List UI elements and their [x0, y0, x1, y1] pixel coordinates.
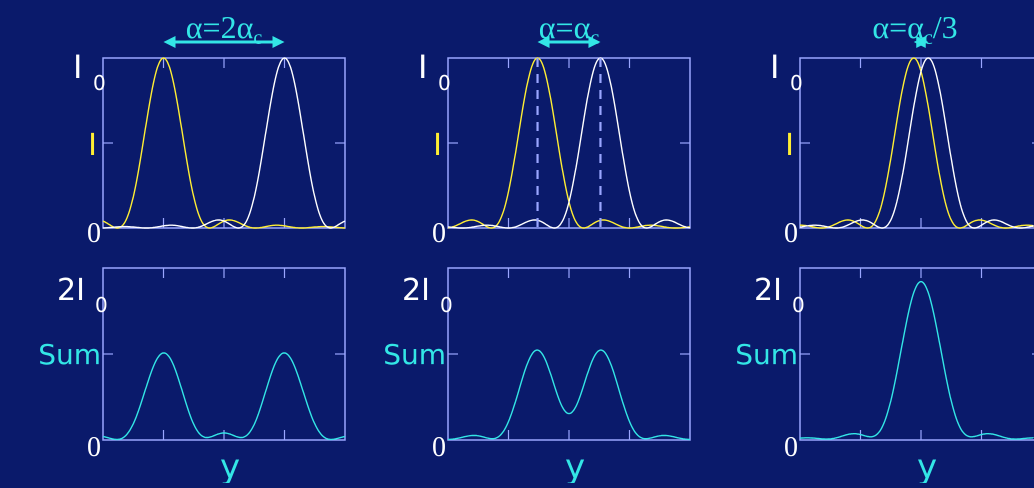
intensity-curve-yellow	[102, 57, 346, 229]
bottom-ymax-subscript: 0	[440, 293, 453, 317]
intensity-plot-1-frame	[102, 57, 346, 229]
intensity-plot-1-border	[102, 57, 346, 229]
panel-title-1: α=2αc	[186, 9, 263, 49]
arrow-head-left	[537, 36, 550, 48]
arrow-head-right	[916, 36, 929, 48]
intensity-plot-3-border	[799, 57, 1034, 229]
panel-title-3: α=αc/3	[872, 9, 957, 49]
top-mid-label: I	[88, 128, 97, 163]
bottom-ymax-subscript: 0	[95, 293, 108, 317]
sum-plot-1-frame	[102, 267, 346, 441]
bottom-mid-label: Sum	[38, 338, 101, 371]
arrow-head-right	[272, 36, 285, 48]
intensity-curve-white	[799, 57, 1034, 229]
top-ymax-subscript: 0	[790, 71, 803, 95]
sum-plot-2-frame	[447, 267, 691, 441]
arrow-head-right	[588, 36, 601, 48]
title-suffix: /3	[933, 9, 958, 45]
x-axis-label: y	[917, 447, 937, 483]
bottom-zero-label: 0	[784, 432, 798, 463]
intensity-curve-white	[102, 57, 346, 229]
sum-plot-3-border	[799, 267, 1034, 441]
intensity-plot-3-frame	[799, 57, 1034, 229]
separation-arrow-1	[163, 36, 285, 48]
x-axis-label: y	[565, 447, 585, 483]
bottom-ymax-label: 2I	[57, 273, 85, 308]
title-prefix: α=2α	[186, 9, 254, 45]
sum-curve	[448, 349, 690, 441]
sum-curve	[102, 352, 346, 441]
panel-title-text: α=2αc	[186, 9, 263, 49]
separation-arrow-3	[913, 36, 929, 48]
intensity-curve-white	[447, 57, 691, 229]
bottom-zero-label: 0	[432, 432, 446, 463]
x-axis-label: y	[220, 447, 240, 483]
top-zero-label: 0	[87, 218, 101, 249]
top-ymax-label: I	[418, 48, 427, 86]
bottom-ymax-label: 2I	[754, 273, 782, 308]
sum-plot-3-frame	[799, 267, 1034, 441]
top-ymax-subscript: 0	[93, 71, 106, 95]
title-prefix: α=α	[872, 9, 924, 45]
top-mid-label: I	[433, 128, 442, 163]
separation-arrow-2	[537, 36, 601, 48]
top-mid-label: I	[785, 128, 794, 163]
bottom-mid-label: Sum	[735, 338, 798, 371]
bottom-mid-label: Sum	[383, 338, 446, 371]
top-ymax-label: I	[73, 48, 82, 86]
intensity-curve-yellow	[800, 57, 1034, 229]
arrow-head-left	[163, 36, 176, 48]
top-ymax-label: I	[770, 48, 779, 86]
bottom-ymax-label: 2I	[402, 273, 430, 308]
top-ymax-subscript: 0	[438, 71, 451, 95]
panel-title-text: α=αc/3	[872, 9, 957, 49]
title-subscript: c	[590, 27, 599, 49]
bottom-ymax-subscript: 0	[792, 293, 805, 317]
top-zero-label: 0	[432, 218, 446, 249]
title-subscript: c	[253, 27, 262, 49]
top-zero-label: 0	[784, 218, 798, 249]
bottom-zero-label: 0	[87, 432, 101, 463]
sum-curve	[800, 280, 1034, 440]
intensity-plot-2-frame	[447, 57, 691, 229]
title-subscript: c	[924, 27, 933, 49]
sum-plot-1-border	[102, 267, 346, 441]
